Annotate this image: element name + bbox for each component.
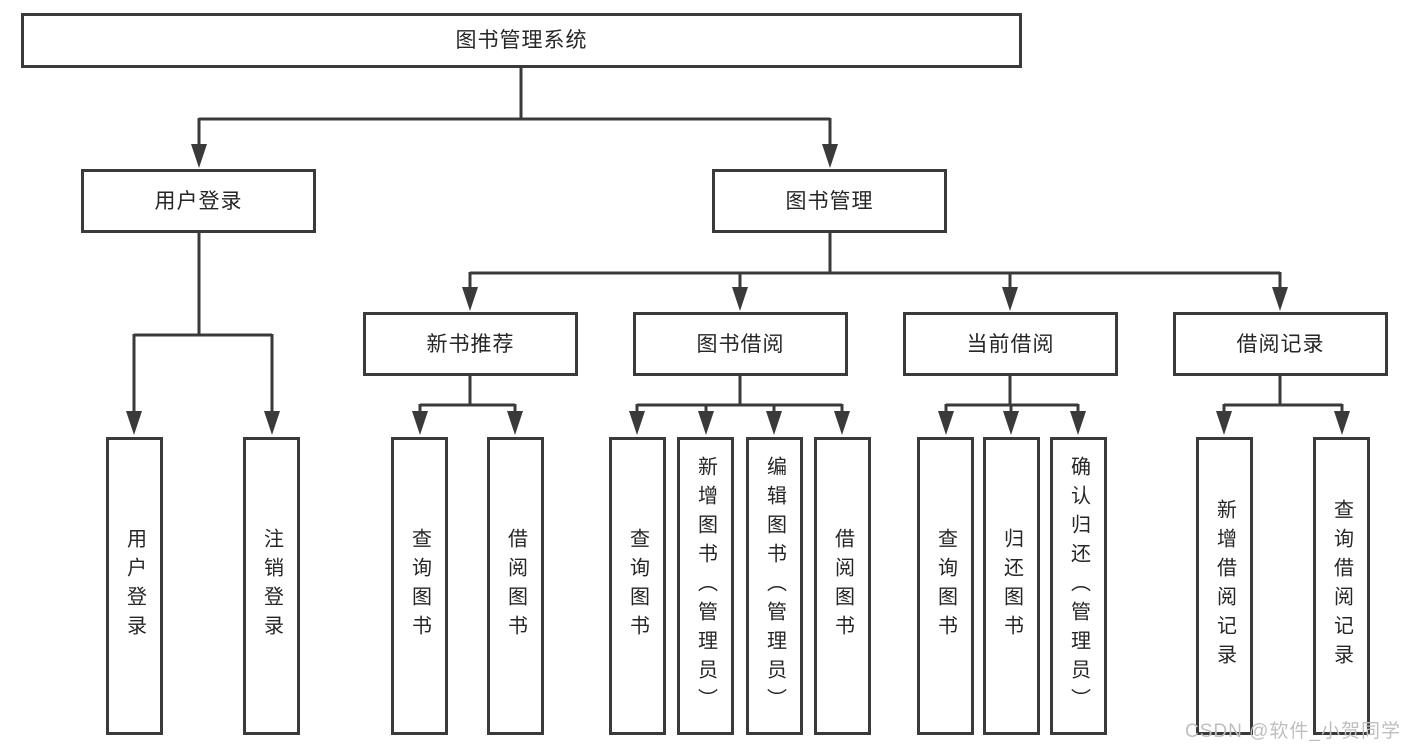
node-label: 图书管理系统 bbox=[455, 29, 588, 52]
node-label: 当前借阅 bbox=[966, 332, 1055, 356]
leaf-return-books: 归还图书 bbox=[983, 437, 1040, 735]
leaf-label: 新增借阅记录 bbox=[1213, 499, 1236, 673]
leaf-query-books-borrow: 查询图书 bbox=[609, 437, 666, 735]
leaf-label: 用户登录 bbox=[123, 528, 146, 644]
leaf-query-books-current: 查询图书 bbox=[917, 437, 974, 735]
leaf-label: 查询借阅记录 bbox=[1330, 499, 1353, 673]
leaf-borrow-books-recommend: 借阅图书 bbox=[487, 437, 544, 735]
node-user-login: 用户登录 bbox=[81, 169, 316, 233]
node-book-management: 图书管理 bbox=[712, 169, 947, 233]
csdn-watermark: CSDN @软件_小贺同学 bbox=[1185, 721, 1401, 742]
leaf-edit-books-admin: 编辑图书（管理员） bbox=[746, 437, 803, 735]
node-label: 用户登录 bbox=[154, 189, 243, 213]
leaf-label: 确认归还（管理员） bbox=[1067, 455, 1090, 717]
leaf-query-books-recommend: 查询图书 bbox=[391, 437, 448, 735]
leaf-label: 编辑图书（管理员） bbox=[763, 455, 786, 717]
node-library-management-system: 图书管理系统 bbox=[21, 13, 1022, 68]
leaf-label: 查询图书 bbox=[408, 528, 431, 644]
leaf-label: 借阅图书 bbox=[831, 528, 854, 644]
leaf-add-borrow-record: 新增借阅记录 bbox=[1196, 437, 1253, 735]
leaf-add-books-admin: 新增图书（管理员） bbox=[677, 437, 734, 735]
leaf-label: 新增图书（管理员） bbox=[694, 455, 717, 717]
node-label: 图书借阅 bbox=[696, 332, 785, 356]
node-label: 新书推荐 bbox=[426, 332, 515, 356]
leaf-borrow-books: 借阅图书 bbox=[814, 437, 871, 735]
leaf-logout: 注销登录 bbox=[243, 437, 300, 735]
leaf-query-borrow-record: 查询借阅记录 bbox=[1313, 437, 1370, 735]
node-label: 借阅记录 bbox=[1236, 332, 1325, 356]
leaf-label: 归还图书 bbox=[1000, 528, 1023, 644]
node-current-borrow: 当前借阅 bbox=[903, 312, 1118, 376]
node-borrow-records: 借阅记录 bbox=[1173, 312, 1388, 376]
leaf-label: 注销登录 bbox=[260, 528, 283, 644]
leaf-label: 查询图书 bbox=[626, 528, 649, 644]
leaf-user-login: 用户登录 bbox=[106, 437, 163, 735]
leaf-label: 借阅图书 bbox=[504, 528, 527, 644]
leaf-label: 查询图书 bbox=[934, 528, 957, 644]
node-new-book-recommend: 新书推荐 bbox=[363, 312, 578, 376]
node-label: 图书管理 bbox=[785, 189, 874, 213]
leaf-confirm-return-admin: 确认归还（管理员） bbox=[1050, 437, 1107, 735]
node-book-borrow: 图书借阅 bbox=[633, 312, 848, 376]
